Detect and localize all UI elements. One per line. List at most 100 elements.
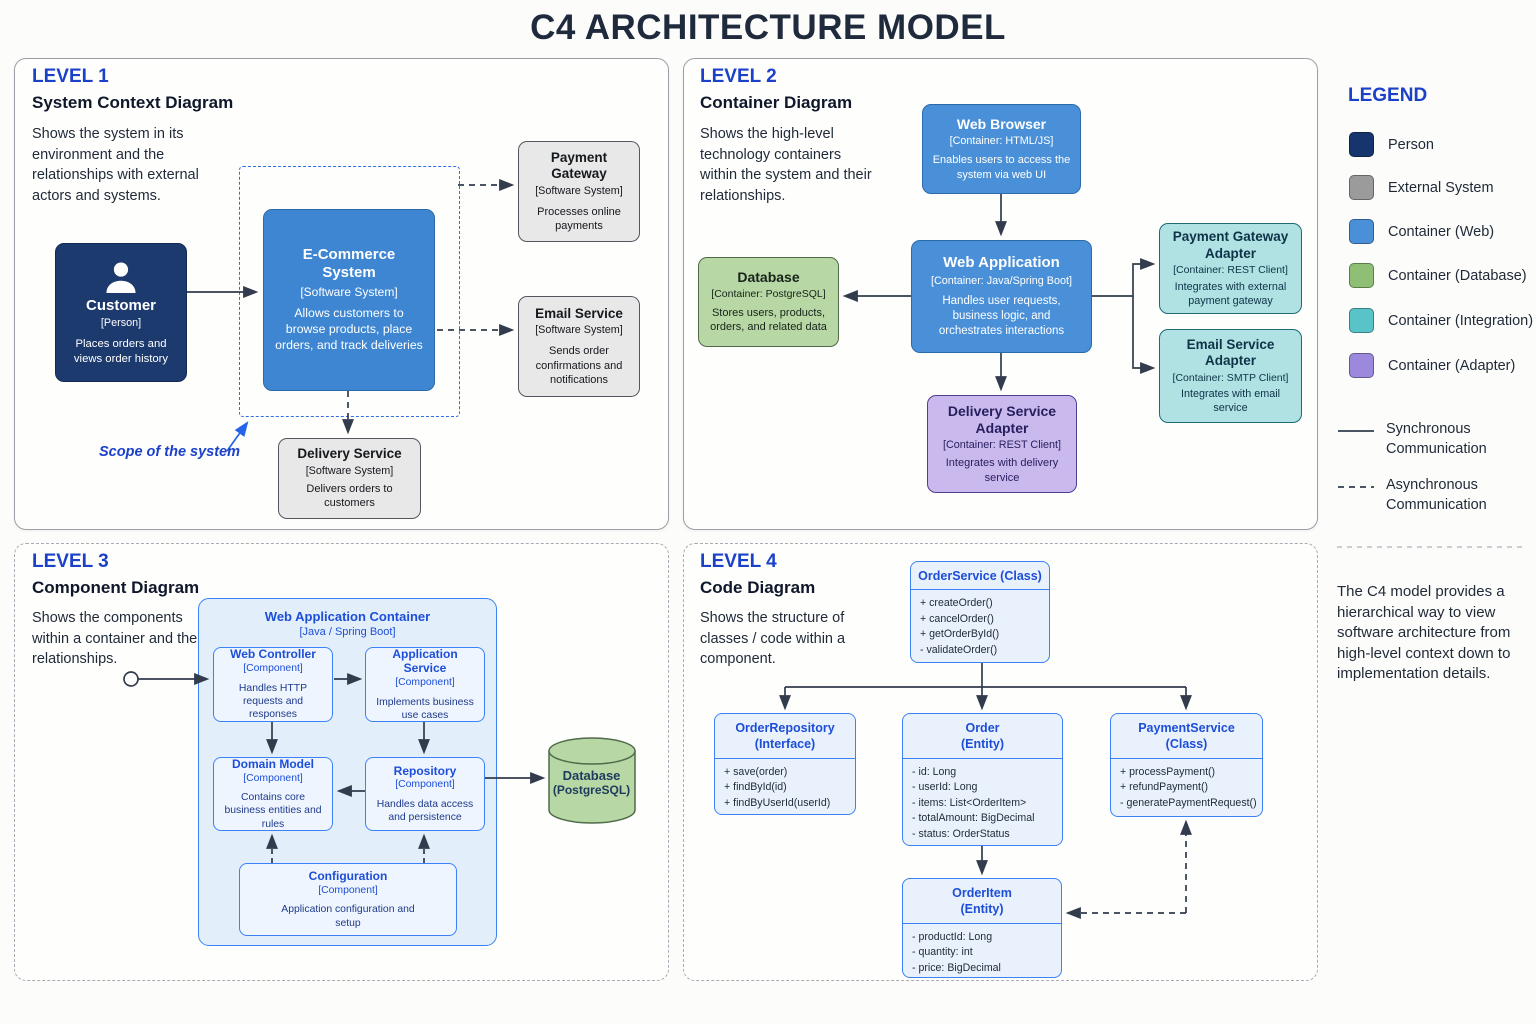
delivery-service-adapter-box: Delivery Service Adapter [Container: RES… (927, 395, 1077, 493)
level1-description: Shows the system in its environment and … (32, 126, 199, 204)
node-title: E-Commerce System (302, 246, 396, 282)
node-tag: [Container: HTML/JS] (949, 135, 1054, 148)
email-service-box: Email Service [Software System] Sends or… (518, 296, 640, 397)
async-communication-label: Asynchronous Communication (1386, 477, 1487, 513)
node-title: Email Service (535, 305, 623, 321)
legend-label: Container (Database) (1388, 267, 1527, 284)
uml-member: + createOrder() (920, 597, 993, 610)
node-title: Web Controller (230, 647, 316, 662)
payment-gateway-adapter-box: Payment Gateway Adapter [Container: REST… (1159, 223, 1302, 314)
class-header: OrderItem (Entity) (903, 879, 1061, 924)
legend-item-container-web: Container (Web) (1349, 219, 1494, 244)
legend-note: The C4 model provides a hierarchical way… (1337, 583, 1511, 682)
container-tag: [Java / Spring Boot] (299, 626, 396, 638)
uml-member: + getOrderById() (920, 628, 1000, 641)
level3-label: LEVEL 3 (32, 551, 109, 572)
legend-label: Person (1388, 136, 1434, 153)
node-title: Configuration (308, 869, 388, 884)
node-desc: Integrates with delivery service (945, 457, 1059, 484)
class-members: + save(order) + findById(id) + findByUse… (715, 759, 855, 817)
node-desc: Handles user requests, business logic, a… (938, 294, 1065, 337)
level2-heading: Container Diagram (700, 93, 853, 112)
uml-member: + findById(id) (724, 781, 787, 793)
node-tag: [Software System] (535, 184, 623, 197)
web-controller-box: Web Controller [Component] Handles HTTP … (213, 647, 333, 722)
uml-member: + cancelOrder() (920, 612, 994, 625)
node-tag: [Component] (395, 677, 455, 689)
class-header: OrderRepository (Interface) (715, 714, 855, 759)
node-desc: Processes online payments (537, 205, 621, 232)
node-title: Database (737, 269, 800, 286)
node-desc: Sends order confirmations and notificati… (535, 345, 623, 386)
ecommerce-system-box: E-Commerce System [Software System] Allo… (263, 209, 435, 391)
node-desc: Integrates with external payment gateway (1174, 280, 1287, 307)
node-title: Customer (85, 296, 156, 314)
node-title: Web Application (943, 254, 1060, 272)
class-members: + processPayment() + refundPayment() - g… (1111, 759, 1262, 817)
node-title: Repository (393, 763, 457, 778)
uml-member: - generatePaymentRequest() (1120, 796, 1257, 809)
node-desc: Enables users to access the system via w… (932, 154, 1071, 181)
uml-member: - validateOrder() (920, 643, 998, 656)
orderrepository-interface-box: OrderRepository (Interface) + save(order… (714, 713, 856, 815)
node-desc: Handles HTTP requests and responses (238, 682, 308, 721)
node-tag: [Container: SMTP Client] (1172, 371, 1289, 384)
node-title: Application Service (392, 646, 458, 676)
node-tag: [Component] (243, 663, 303, 675)
legend-label: Container (Adapter) (1388, 357, 1516, 374)
node-title: Domain Model (231, 756, 314, 771)
node-tag: [Software System] (535, 324, 623, 337)
node-desc: Integrates with email service (1180, 388, 1281, 415)
node-title: Delivery Service (297, 446, 402, 462)
class-kind: (Entity) (960, 737, 1005, 752)
level1-heading: System Context Diagram (32, 93, 234, 112)
node-title: Database (562, 768, 621, 783)
class-header: PaymentService (Class) (1111, 714, 1262, 759)
level4-label: LEVEL 4 (700, 551, 777, 572)
database-box: Database [Container: PostgreSQL] Stores … (698, 257, 839, 347)
class-name: OrderItem (952, 886, 1012, 900)
node-desc: Allows customers to browse products, pla… (275, 306, 423, 352)
web-browser-box: Web Browser [Container: HTML/JS] Enables… (922, 104, 1081, 194)
class-name: Order (965, 721, 1000, 735)
node-tag: [Person] (100, 317, 142, 329)
legend-item-person: Person (1349, 132, 1434, 157)
legend-item-container-adapter: Container (Adapter) (1349, 353, 1515, 378)
level2-description: Shows the high-level technology containe… (700, 126, 872, 204)
container-web-swatch (1349, 219, 1374, 244)
node-tag: [Component] (243, 772, 303, 784)
legend-title: LEGEND (1348, 85, 1428, 106)
repository-box: Repository [Component] Handles data acce… (365, 757, 485, 831)
uml-member: - userId: Long (912, 781, 978, 793)
node-title: Web Browser (956, 116, 1047, 133)
legend-item-container-integration: Container (Integration) (1349, 308, 1533, 333)
class-header: Order (Entity) (903, 714, 1062, 759)
web-application-box: Web Application [Container: Java/Spring … (911, 240, 1092, 353)
class-kind: (Interface) (754, 737, 816, 752)
node-title: Payment Gateway Adapter (1172, 229, 1289, 261)
node-tag: (PostgreSQL) (552, 783, 631, 797)
scope-label: Scope of the system (99, 444, 241, 460)
delivery-service-box: Delivery Service [Software System] Deliv… (278, 438, 421, 519)
sync-communication-label: Synchronous Communication (1386, 421, 1487, 457)
node-desc: Implements business use cases (376, 696, 474, 721)
level4-description: Shows the structure of classes / code wi… (700, 610, 846, 668)
node-tag: [Software System] (300, 284, 398, 299)
level1-label: LEVEL 1 (32, 66, 109, 87)
configuration-box: Configuration [Component] Application co… (239, 863, 457, 936)
page-title: C4 ARCHITECTURE MODEL (530, 8, 1006, 47)
node-desc: Delivers orders to customers (306, 482, 393, 510)
legend-label: Container (Integration) (1388, 312, 1534, 329)
uml-member: - price: BigDecimal (912, 961, 1001, 974)
class-members: - productId: Long - quantity: int - pric… (903, 924, 1061, 982)
node-tag: [Software System] (305, 464, 394, 477)
class-name: OrderRepository (735, 721, 835, 735)
orderservice-class-box: OrderService (Class) + createOrder() + c… (910, 561, 1050, 663)
uml-member: + refundPayment() (1120, 781, 1209, 793)
node-tag: [Container: REST Client] (1173, 264, 1288, 277)
legend-item-container-database: Container (Database) (1349, 263, 1527, 288)
node-title: Delivery Service Adapter (947, 403, 1057, 437)
node-tag: [Component] (318, 884, 378, 896)
legend-label: Container (Web) (1388, 223, 1495, 240)
